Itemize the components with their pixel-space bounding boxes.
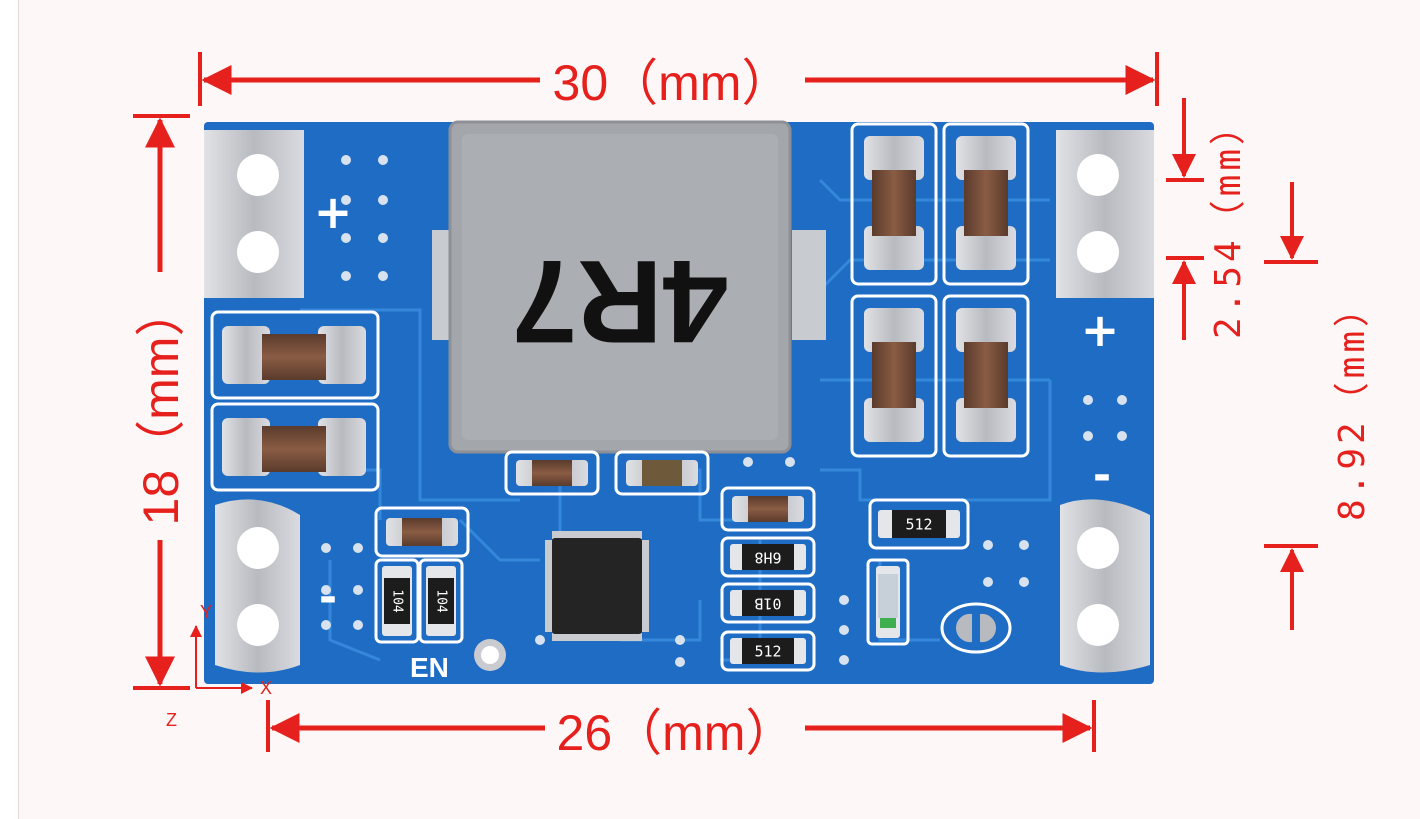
left-top-pin-pad <box>204 130 304 298</box>
dimension-offset-892-label: 8.92（mm） <box>1332 287 1373 521</box>
resistor-01b: 01B <box>720 582 816 624</box>
right-capacitor-2 <box>942 122 1030 286</box>
resistor-512-top: 512 <box>868 498 970 550</box>
dimension-pitch-254: 2.54（mm） <box>1166 98 1249 340</box>
dimension-width-30: 30（mm） <box>198 52 1159 111</box>
resistor-104-a: 104 <box>374 558 420 644</box>
minus-sign-left: - <box>319 572 337 623</box>
axis-label-y: Y <box>200 602 212 622</box>
resistor-6h8-label: 6H8 <box>754 549 781 567</box>
right-bottom-pin-pad <box>1060 499 1150 673</box>
resistor-104-a-label: 104 <box>390 589 405 613</box>
inductor-marking: 4R7 <box>512 235 728 367</box>
resistor-512-top-label: 512 <box>905 516 932 534</box>
minus-sign-right: - <box>1093 450 1111 501</box>
axis-label-x: X <box>260 678 272 698</box>
left-edge-strip <box>0 0 19 819</box>
dimension-pitch-254-label: 2.54（mm） <box>1208 105 1249 339</box>
right-capacitor-1 <box>850 122 938 286</box>
left-capacitor-bottom <box>210 402 380 492</box>
resistor-6h8: 6H8 <box>720 536 816 578</box>
dimension-height-18: 18（mm） <box>133 114 190 690</box>
right-capacitor-3 <box>850 294 938 458</box>
resistor-01b-label: 01B <box>754 595 781 613</box>
right-top-pin-pad <box>1056 130 1154 298</box>
solder-jumper <box>940 602 1012 654</box>
status-led <box>866 558 910 646</box>
via-holes <box>321 155 1127 667</box>
resistor-104-b: 104 <box>418 558 464 644</box>
small-capacitor-left <box>504 450 600 496</box>
ic-chip <box>545 531 649 641</box>
resistor-512-bottom-label: 512 <box>754 643 781 661</box>
small-capacitor-right <box>614 450 710 496</box>
plus-sign-left: + <box>314 185 353 239</box>
right-capacitor-4 <box>942 294 1030 458</box>
resistor-104-b-label: 104 <box>434 589 449 613</box>
en-test-pad <box>474 639 506 671</box>
dimension-offset-892: 8.92（mm） <box>1264 182 1373 630</box>
dimension-bottom-26: 26（mm） <box>266 700 1096 761</box>
axis-indicator: Y X Z <box>166 602 272 730</box>
inductor: 4R7 <box>432 120 826 454</box>
dimension-bottom-26-label: 26（mm） <box>557 705 796 761</box>
resistor-512-bottom: 512 <box>720 630 816 672</box>
small-capacitor-lower-left <box>374 506 470 558</box>
left-bottom-pin-pad <box>215 499 300 673</box>
en-label: EN <box>410 652 449 683</box>
plus-sign-right: + <box>1081 303 1120 357</box>
axis-label-z: Z <box>166 710 177 730</box>
dimension-height-18-label: 18（mm） <box>133 287 189 526</box>
dimension-width-30-label: 30（mm） <box>553 55 792 111</box>
left-capacitor-top <box>210 310 380 400</box>
small-capacitor-middle <box>720 486 816 532</box>
